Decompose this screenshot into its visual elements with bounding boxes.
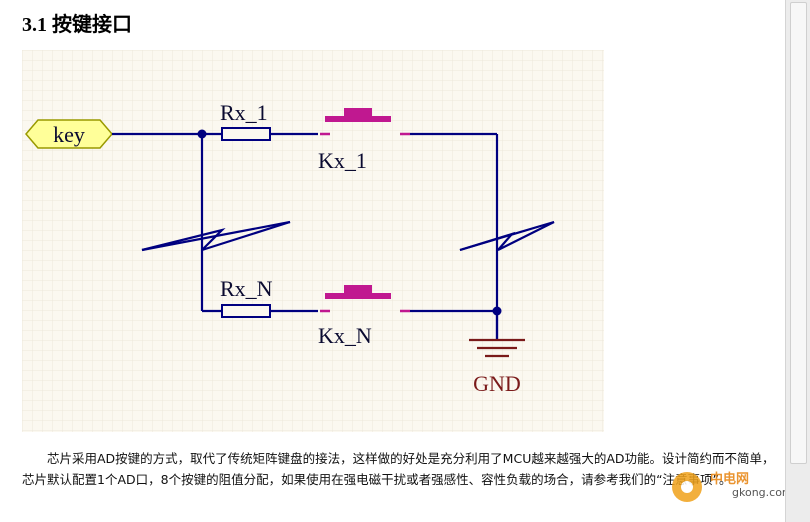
document-page: 3.1 按键接口 key	[22, 14, 793, 502]
watermark-url: gkong.com	[732, 486, 793, 499]
switch-kx1	[320, 108, 410, 136]
switch-kxn	[320, 285, 410, 313]
section-title: 3.1 按键接口	[22, 14, 132, 36]
ground-symbol	[469, 311, 525, 358]
key-circuit-schematic: key Rx_1 Rx_N	[22, 50, 604, 432]
resistor-rxn-label: Rx_N	[220, 276, 273, 301]
site-watermark: 中电网 gkong.com	[672, 462, 802, 518]
scrollbar-thumb[interactable]	[790, 2, 807, 464]
break-zigzag-left	[141, 220, 291, 252]
vertical-scrollbar[interactable]	[785, 0, 810, 522]
resistor-rx1-label: Rx_1	[220, 100, 268, 125]
gear-logo-icon	[672, 472, 702, 502]
key-port-label: key	[53, 122, 85, 147]
watermark-site-name: 中电网	[710, 472, 750, 487]
ground-label: GND	[473, 371, 521, 396]
description-paragraph: 芯片采用AD按键的方式，取代了传统矩阵键盘的接法，这样做的好处是充分利用了MCU…	[22, 451, 775, 487]
break-zigzag-right	[459, 221, 555, 252]
switch-kxn-label: Kx_N	[318, 323, 372, 348]
resistor-rx1	[221, 127, 271, 141]
resistor-rxn	[221, 304, 271, 318]
junction-dot-left	[197, 129, 207, 139]
switch-kx1-label: Kx_1	[318, 148, 367, 173]
